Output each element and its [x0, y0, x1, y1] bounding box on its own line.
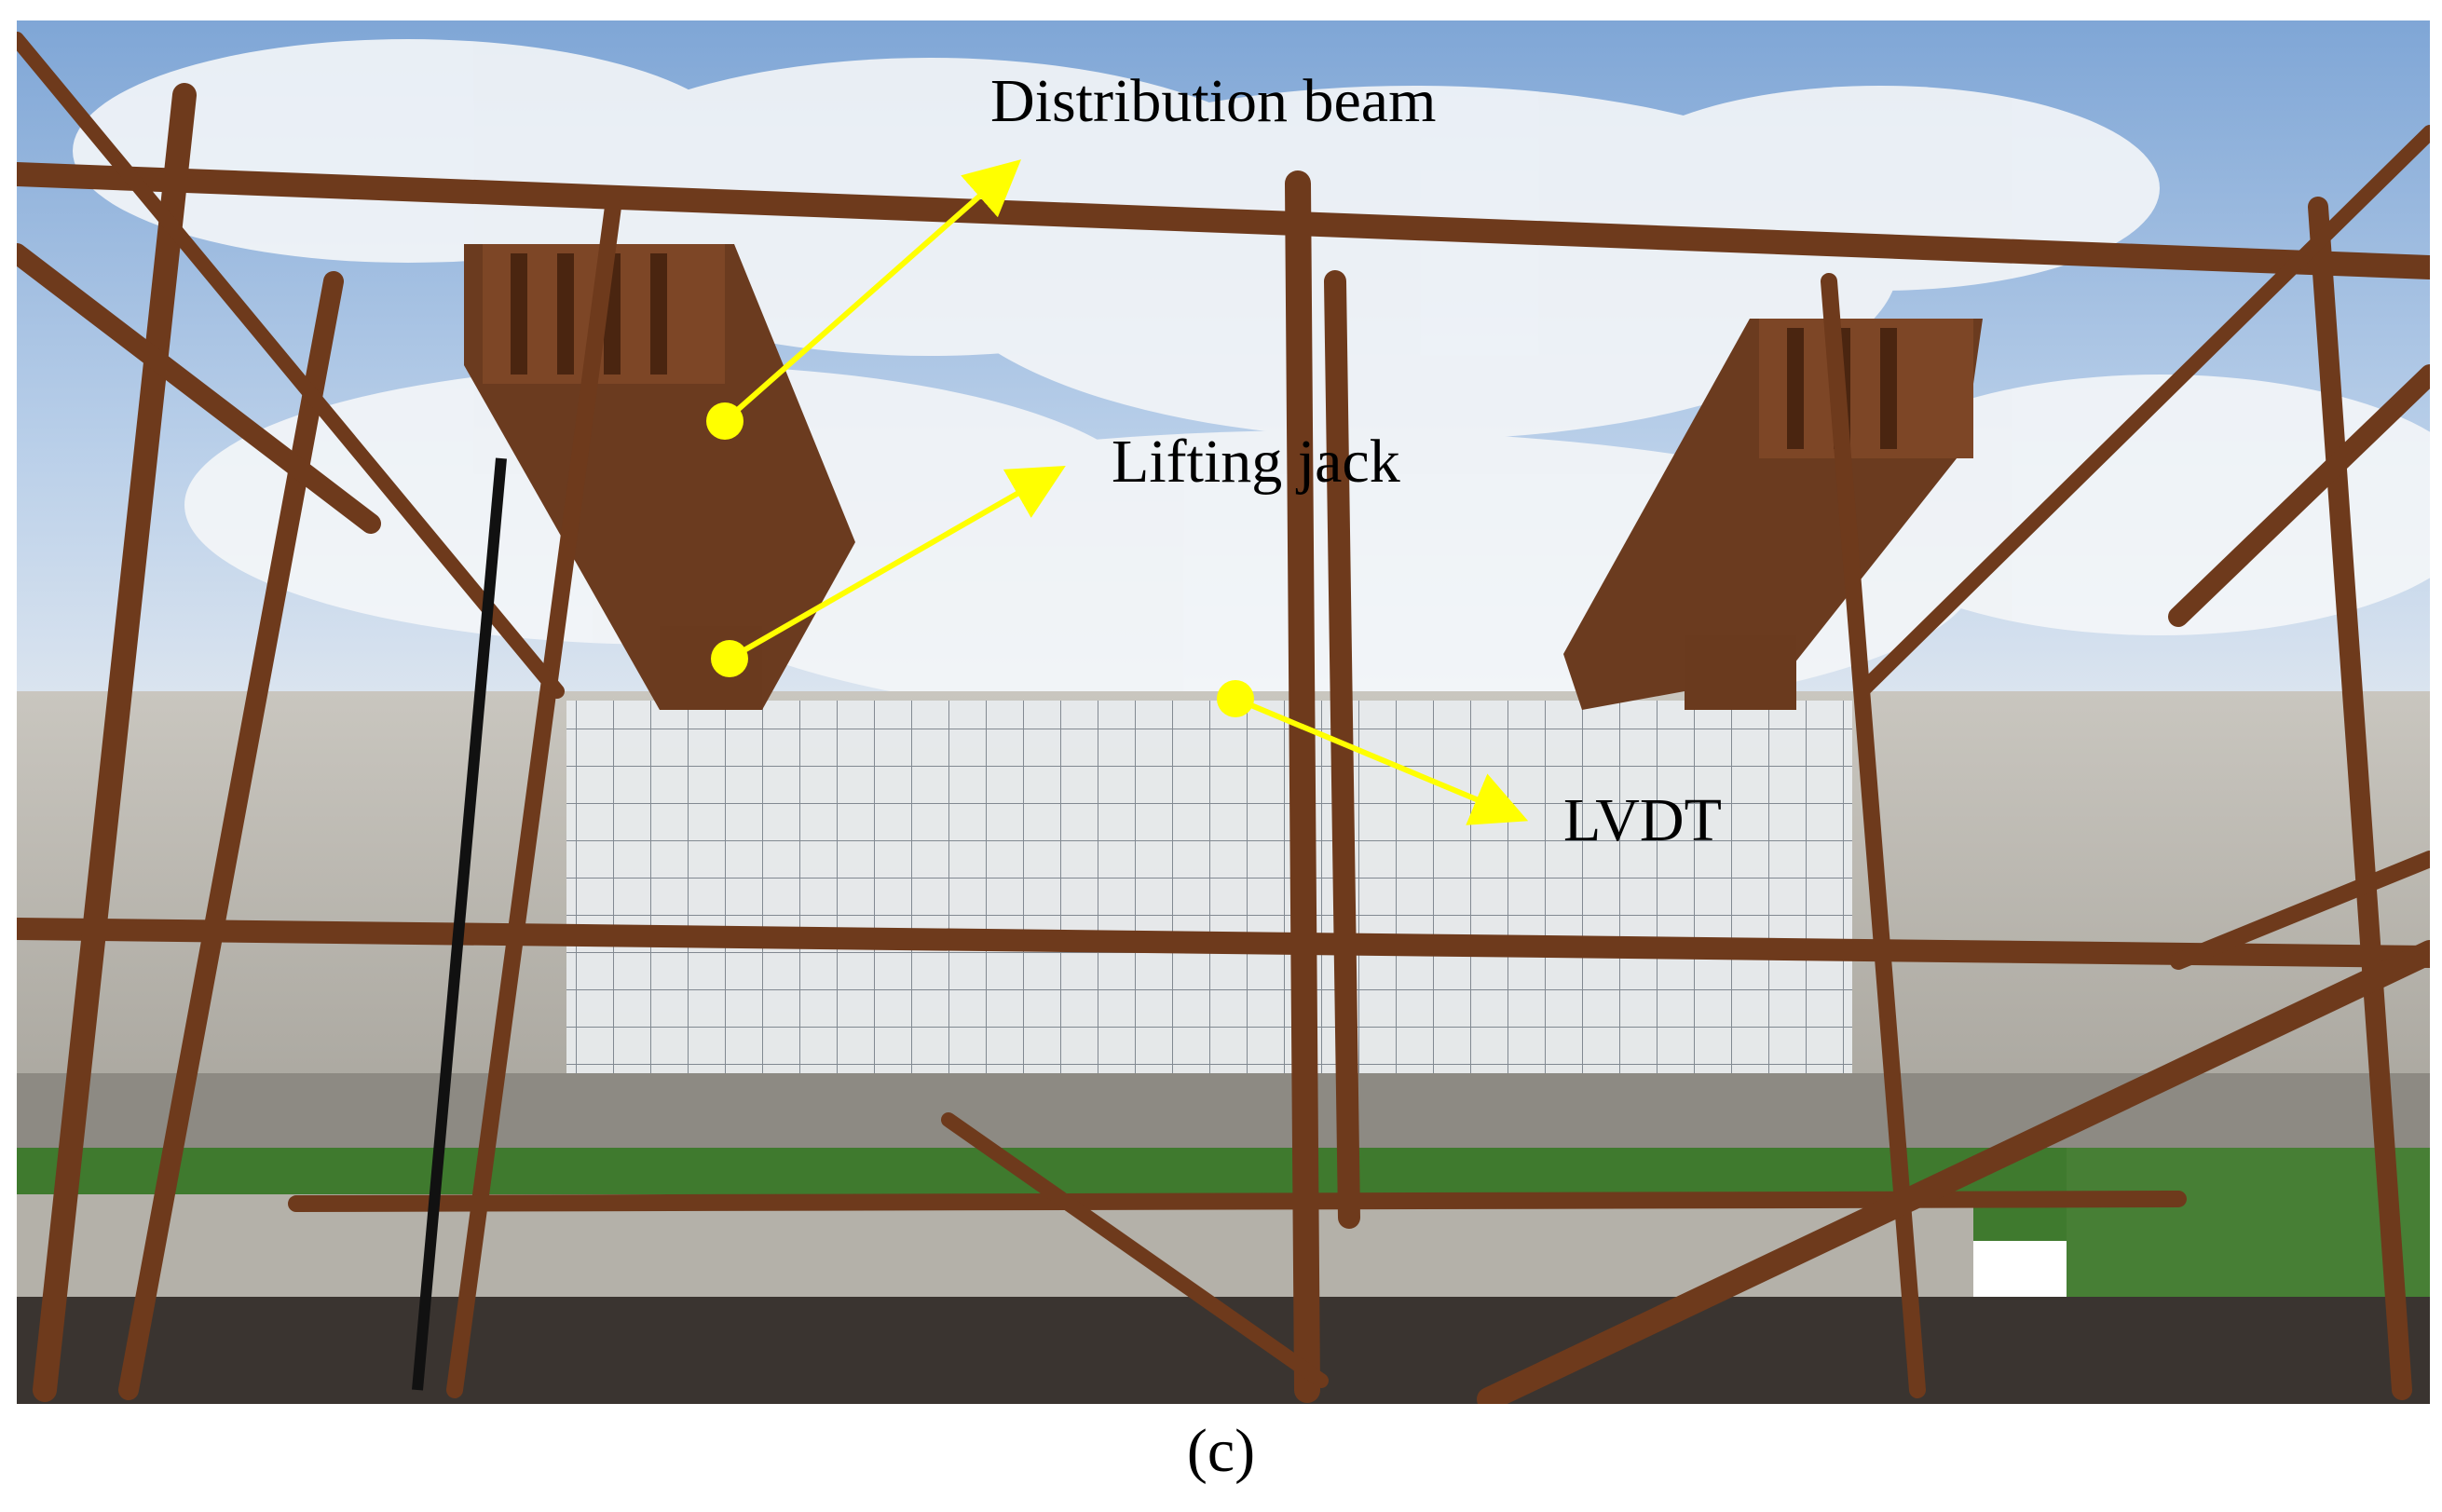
annotation-dots — [706, 402, 1254, 717]
dot-lvdt — [1217, 680, 1254, 717]
arrow-lvdt — [1234, 696, 1529, 825]
test-setup-photo: Distribution beam Lifting jack LVDT — [17, 20, 2430, 1404]
gridded-coating — [566, 701, 1852, 1073]
right-distribution-beam — [1563, 319, 1983, 710]
annotation-arrows — [723, 159, 1529, 825]
dot-distribution-beam — [706, 402, 744, 440]
left-distribution-beam — [464, 244, 855, 710]
scaffolding — [17, 32, 2430, 1404]
label-lifting-jack: Lifting jack — [1112, 428, 1400, 496]
figure-caption: (c) — [1186, 1417, 1256, 1485]
arrow-lifting-jack — [728, 466, 1066, 661]
dot-lifting-jack — [711, 640, 748, 677]
arrow-distribution-beam — [723, 159, 1021, 424]
label-lvdt: LVDT — [1563, 786, 1722, 854]
support-pole — [412, 457, 507, 1391]
label-distribution-beam: Distribution beam — [990, 67, 1436, 135]
